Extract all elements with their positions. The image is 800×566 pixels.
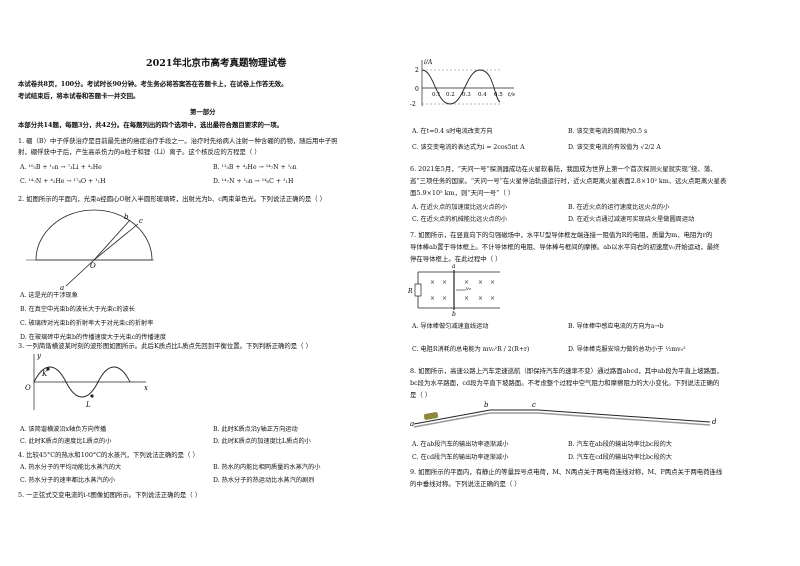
q2-label-b: b — [124, 213, 129, 221]
svg-text:×: × — [442, 279, 447, 286]
q7-stem-3: 停在导体框上。在此过程中（ ） — [410, 255, 502, 263]
q6-stem-2: 巡”三项任务的国家。“天问一号”在火星停泊轨道运行时，近火点距离火星表面2.8×… — [410, 177, 727, 185]
q5-tick-01: 0.1 — [432, 92, 441, 98]
svg-text:×: × — [478, 279, 483, 286]
q5-label-2: 2 — [415, 67, 419, 74]
svg-text:×: × — [464, 279, 469, 286]
q2-option-b: B. 在真空中光束b的波长大于光束c的波长 — [20, 306, 135, 313]
q5-option-a: A. 在t=0.4 s时电流改变方向 — [412, 128, 493, 135]
q6-option-a: A. 在近火点的加速度比远火点的小 — [412, 204, 508, 211]
q1-option-a: A. ¹⁰₅B + ¹₀n → ⁷₃Li + ⁴₂He — [20, 164, 102, 171]
car-icon — [423, 412, 439, 420]
q5-tick-02: 0.2 — [446, 92, 455, 98]
q6-stem-1: 6. 2021年5月，“天问一号”探测器成功在火星软着陆，我国成为世界上第一个首… — [410, 165, 717, 173]
q3-label-x: x — [144, 384, 148, 392]
q5-option-b: B. 该交变电流的周期为0.5 s — [568, 128, 648, 135]
q6-stem-3: 面5.9×10⁵ km，则“天问一号”（ ） — [410, 189, 515, 197]
svg-text:×: × — [464, 295, 469, 302]
q5-option-d: D. 该交变电流的有效值为 √2/2 A — [568, 144, 661, 151]
q9-stem-1: 9. 如图所示的平面内，有静止的等量异号点电荷，M、N两点关于两电荷连线对称，M… — [410, 468, 723, 476]
q2-label-a: a — [60, 284, 64, 292]
q2-label-o: O — [90, 262, 96, 270]
q1-option-b: B. ¹¹₅B + ⁴₂He → ¹⁴₇N + ¹₀n — [213, 164, 297, 171]
q7-label-b: b — [452, 311, 456, 318]
q3-option-a: A. 该简谐横波沿x轴负方向传播 — [20, 426, 107, 433]
part-description: 本部分共14题，每题3分，共42分。在每题列出的四个选项中，选出最符合题目要求的… — [18, 121, 284, 129]
q8-option-a: A. 在ab段汽车的输出功率逐渐减小 — [412, 441, 509, 448]
q3-option-b: B. 此时K质点沿y轴正方向运动 — [213, 426, 298, 433]
q5-label-neg2: -2 — [410, 101, 416, 108]
q2-option-c: C. 玻璃砖对光束b的折射率大于对光束c的折射率 — [20, 320, 154, 327]
q4-stem: 4. 比较45°C的热水和100°C的水蒸汽，下列说法正确的是（ ） — [18, 451, 199, 459]
q3-stem: 3. 一列简谐横波某时刻的波形图如图所示。此后K质点比L质点先回到平衡位置。下列… — [18, 342, 312, 350]
q7-label-r: R — [407, 288, 413, 295]
q7-option-c: C. 电阻R消耗的总电能为 mv₀²R / 2(R+r) — [412, 346, 530, 353]
q5-tick-04: 0.4 — [478, 92, 487, 98]
svg-text:×: × — [478, 295, 483, 302]
q5-stem: 5. 一正弦式交变电流的i-t图像如图所示。下列说法正确的是（ ） — [18, 491, 202, 499]
q8-road-figure: a b c d — [410, 401, 717, 428]
svg-text:×: × — [430, 295, 435, 302]
q8-label-b: b — [484, 401, 489, 409]
q3-label-y: y — [36, 352, 42, 360]
q7-option-b: B. 导体棒中感应电流的方向为a→b — [568, 323, 664, 330]
q5-label-0: 0 — [415, 86, 419, 93]
q1-stem-1: 1. 硼（B）中子俘获治疗是目前最先进的癌症治疗手段之一。治疗时先给病人注射一种… — [18, 137, 338, 145]
q5-current-graph: i/A 2 0 -2 0.1 0.2 0.3 0.4 0.5 t/s — [410, 59, 515, 108]
svg-text:×: × — [430, 279, 435, 286]
q2-option-a: A. 这是光的干涉现象 — [20, 292, 78, 299]
q7-label-v0: v₀ — [466, 286, 471, 292]
q7-stem-1: 7. 如图所示，在竖直向下的匀强磁场中，水平U型导体框左端连接一阻值为R的电阻，… — [410, 231, 713, 239]
q8-label-d: d — [712, 418, 717, 426]
right-column: i/A 2 0 -2 0.1 0.2 0.3 0.4 0.5 t/s A. 在t… — [407, 0, 782, 566]
left-column: 2021年北京市高考真题物理试卷 本试卷共8页，100分。考试时长90分钟。考生… — [18, 0, 390, 566]
q6-option-c: C. 在近火点的机械能比远火点的小 — [412, 216, 508, 223]
q8-label-a: a — [410, 420, 414, 428]
q8-option-b: B. 汽车在ab段的输出功率比bc段的大 — [568, 441, 672, 448]
q7-circuit-figure: × × × × × × × × × × a R v₀ b — [407, 263, 500, 318]
q3-label-k: K — [41, 370, 48, 378]
q4-option-d: D. 热水分子的热运动比水蒸汽的剧烈 — [213, 477, 315, 484]
page-title: 2021年北京市高考真题物理试卷 — [146, 58, 287, 69]
q3-wave-figure: y K O x L — [25, 352, 148, 410]
q8-stem-1: 8. 如图所示，高速公路上汽车定速巡航（即保持汽车的速率不变）通过路面abcd，… — [410, 367, 723, 375]
q7-stem-2: 导体棒ab置于导体框上。不计导体框的电阻、导体棒与框间的摩擦。ab以水平向右的初… — [410, 243, 720, 251]
svg-text:×: × — [490, 295, 495, 302]
q6-option-b: B. 在近火点的运行速度比远火点的小 — [568, 204, 670, 211]
q3-label-l: L — [85, 401, 91, 409]
q7-option-a: A. 导体棒做匀减速直线运动 — [412, 323, 489, 330]
q8-option-c: C. 在cd段汽车的输出功率逐渐减小 — [412, 454, 509, 461]
q7-label-a: a — [452, 263, 456, 270]
q2-stem: 2. 如图所示的平面内，光束a经圆心O射入半圆形玻璃砖，出射光为b、c两束单色光… — [18, 195, 327, 203]
q2-option-d: D. 在玻璃砖中光束b的传播速度大于光束c的传播速度 — [20, 334, 167, 341]
q5-tick-03: 0.3 — [462, 92, 471, 98]
q1-stem-2: 射，硼俘获中子后，产生高杀伤力的α粒子和锂（Li）离子。这个核反应的方程是（ ） — [18, 148, 261, 156]
q5-option-c: C. 该交变电流的表达式为i = 2cos5πt A — [412, 144, 525, 151]
intro-line-1: 本试卷共8页，100分。考试时长90分钟。考生务必将答案答在答题卡上，在试卷上作… — [18, 80, 288, 88]
q5-label-ia: i/A — [424, 59, 433, 66]
q8-stem-3: 是（ ） — [410, 391, 432, 399]
q4-option-b: B. 热水的内能比相同质量的水蒸汽的小 — [213, 464, 321, 471]
q6-option-d: D. 在近火点通过减速可实现绕火星做圆周运动 — [568, 216, 695, 223]
q9-stem-2: 的中垂线对称。下列说法正确的是（ ） — [410, 480, 521, 488]
q2-semicircle-figure: b c O a — [26, 209, 154, 292]
svg-text:×: × — [442, 295, 447, 302]
q3-option-c: C. 此时K质点的速度比L质点的小 — [20, 438, 112, 445]
q3-label-o: O — [25, 384, 31, 392]
q4-option-c: C. 热水分子的速率都比水蒸汽的小 — [20, 477, 116, 484]
q3-option-d: D. 此时K质点的加速度比L质点的小 — [213, 438, 311, 445]
intro-line-2: 考试结束后，将本试卷和答题卡一并交回。 — [18, 92, 140, 100]
svg-text:×: × — [490, 279, 495, 286]
q8-label-c: c — [532, 401, 536, 409]
q5-tick-05: 0.5 — [494, 92, 503, 98]
q1-option-c: C. ¹⁴₇N + ⁴₂He → ¹⁷₈O + ¹₁H — [20, 178, 106, 185]
q8-option-d: D. 汽车在cd段的输出功率比bc段的大 — [568, 454, 672, 461]
q5-label-ts: t/s — [508, 92, 515, 98]
q7-option-d: D. 导体棒克服安培力做的总功小于 ½mv₀² — [568, 346, 686, 353]
q2-label-c: c — [139, 217, 143, 225]
q8-stem-2: bc段为水平路面，cd段为平直下坡路面。不考虑整个过程中空气阻力和摩擦阻力的大小… — [410, 379, 720, 387]
q4-option-a: A. 热水分子的平均动能比水蒸汽的大 — [20, 464, 122, 471]
q1-option-d: D. ¹⁴₇N + ¹₀n → ¹⁴₆C + ¹₁H — [213, 178, 294, 185]
part-heading: 第一部分 — [190, 108, 216, 116]
